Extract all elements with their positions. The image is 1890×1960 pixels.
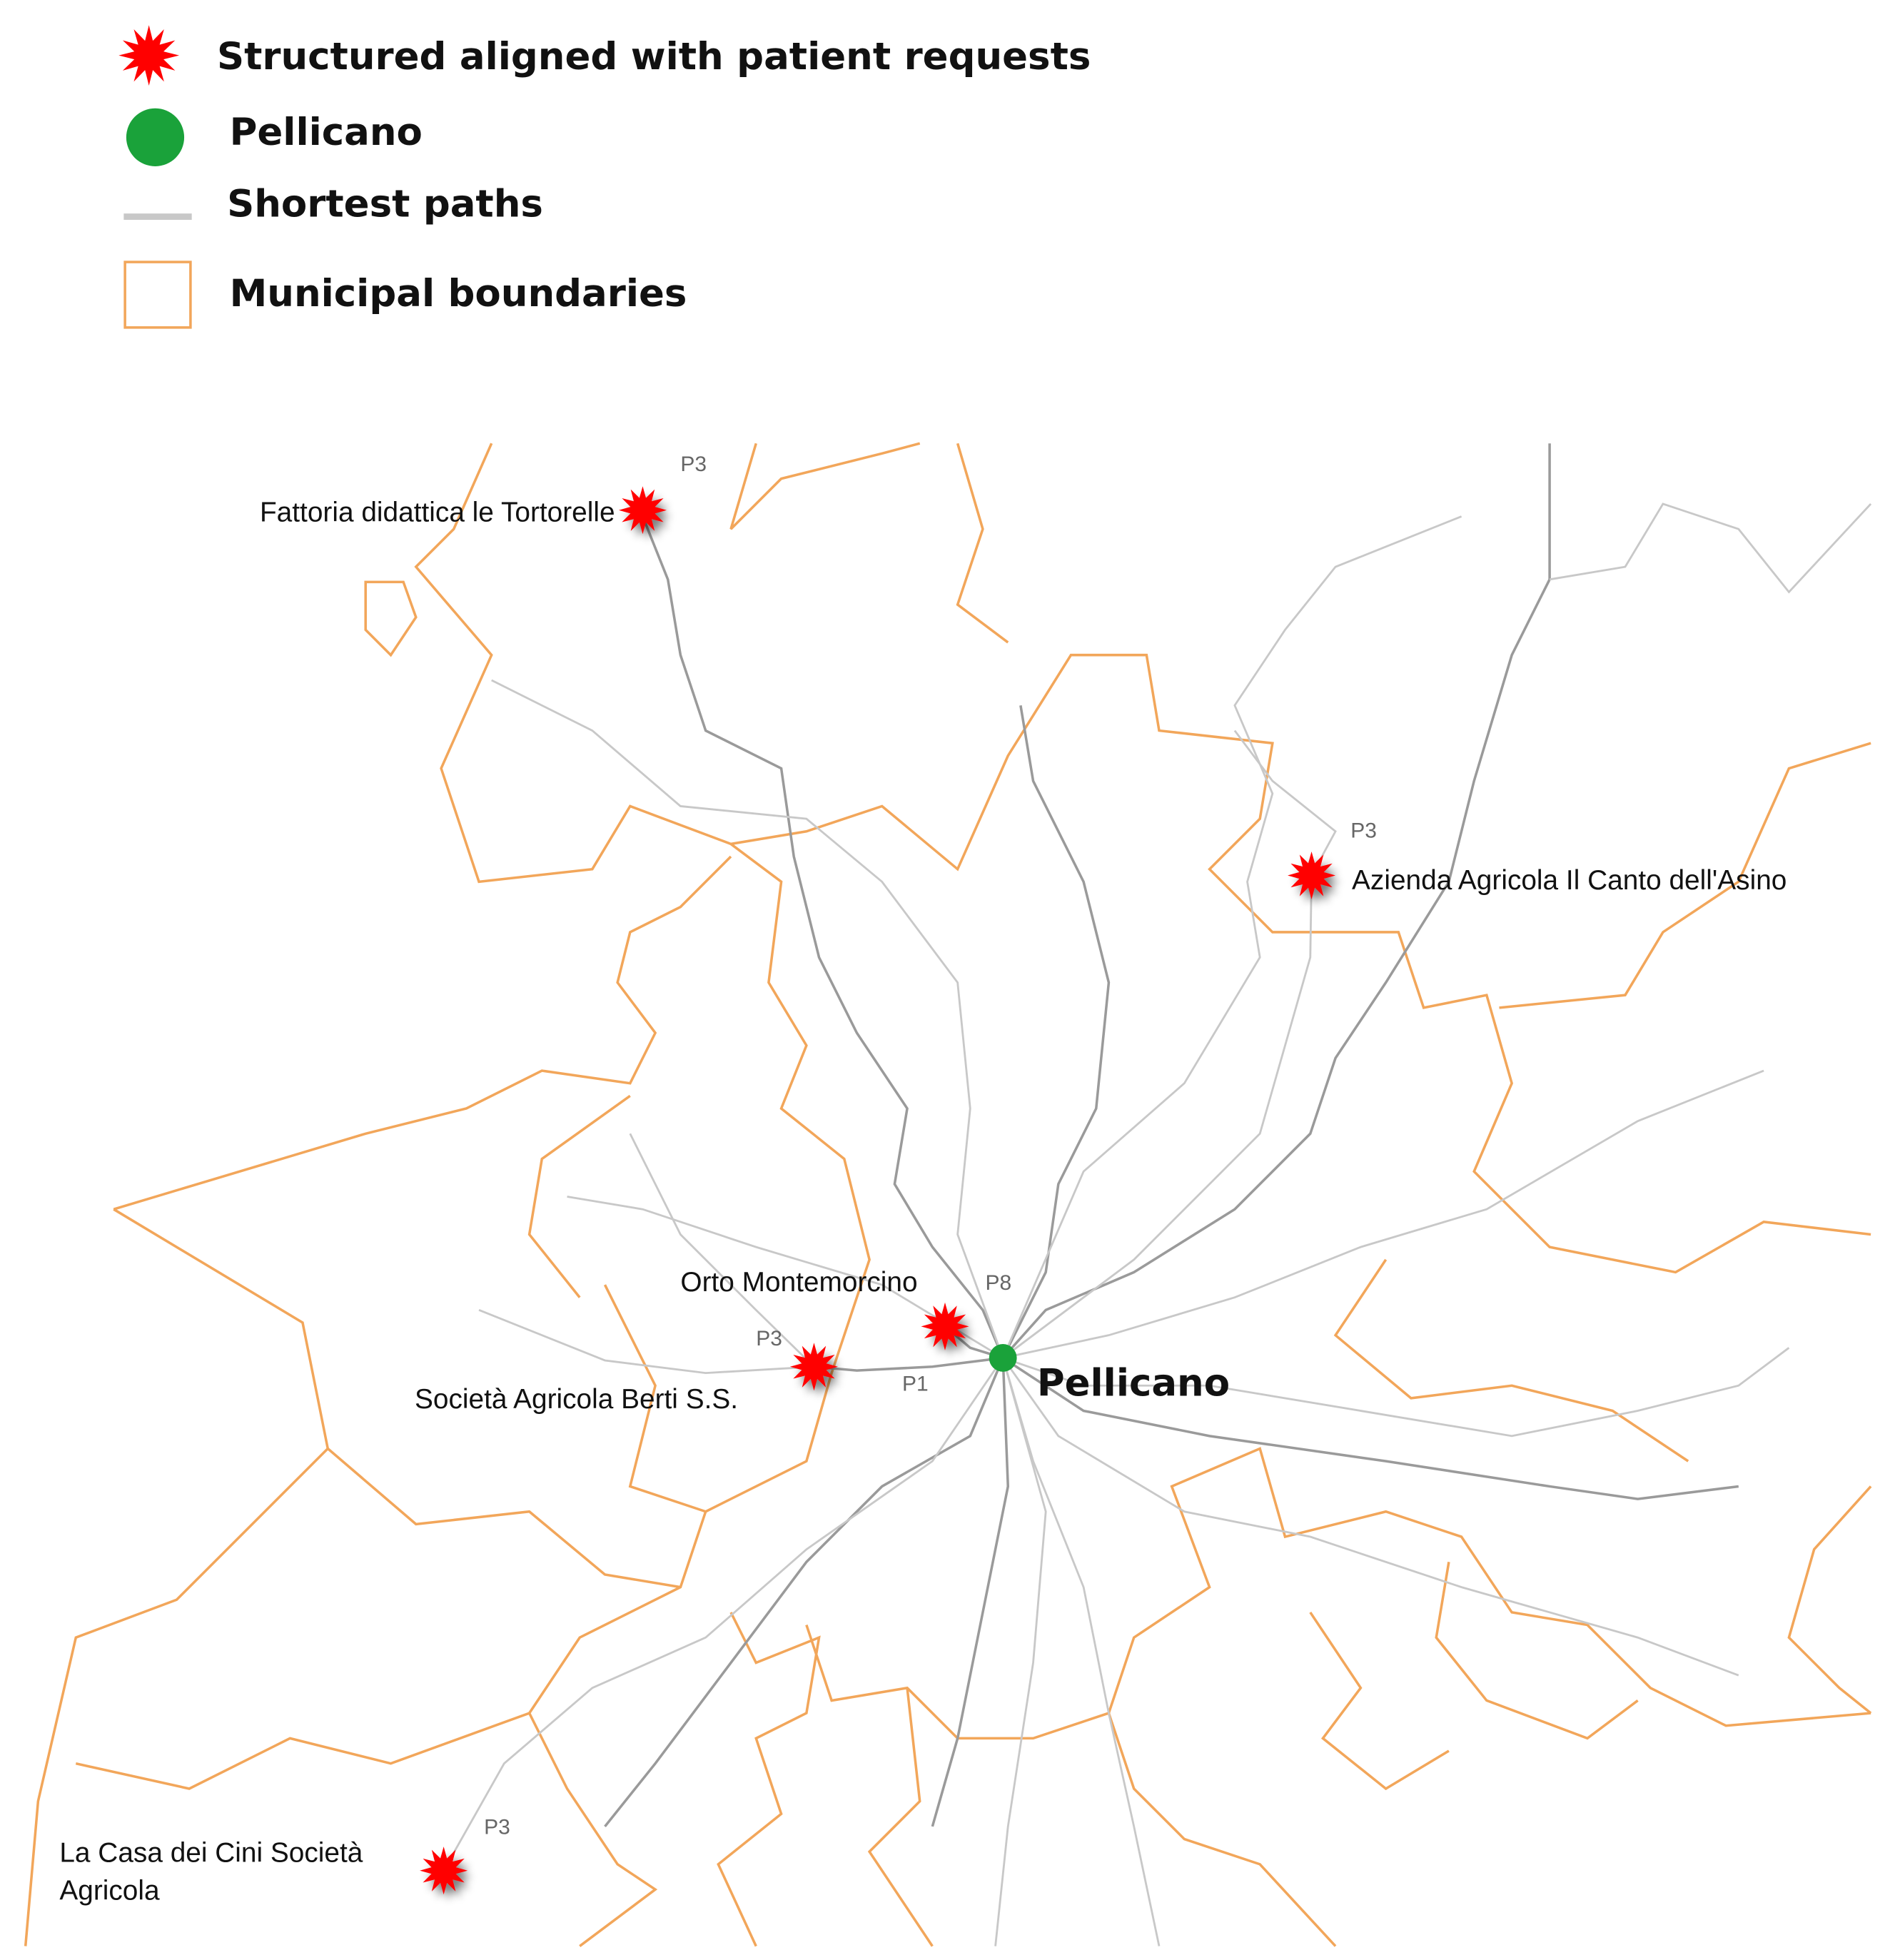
priority-label-p1: P1 [902,1372,929,1395]
structure-marker-tortorelle[interactable] [618,486,667,535]
legend-label-structures: Structured aligned with patient requests [217,35,1091,79]
structure-marker-canto-asino[interactable] [1288,851,1336,900]
priority-label-canto-asino: P3 [1350,819,1377,843]
structure-label-tortorelle[interactable]: Fattoria didattica le Tortorelle [260,497,615,528]
orange-square-icon [123,261,192,329]
legend-label-pellicano: Pellicano [230,111,423,154]
structure-marker-orto-montemorcino[interactable] [921,1302,969,1350]
pellicano-label: Pellicano [1037,1361,1230,1405]
structure-label-canto-asino[interactable]: Azienda Agricola Il Canto dell'Asino [1352,865,1787,896]
legend: Structured aligned with patient requests… [118,25,1091,329]
structure-marker-berti[interactable] [789,1343,838,1391]
pellicano-marker[interactable] [989,1344,1017,1372]
legend-label-paths: Shortest paths [227,183,543,226]
municipal-boundaries [24,442,1872,1947]
green-circle-icon [126,108,185,166]
shortest-paths [443,443,1872,1946]
structure-label-berti[interactable]: Società Agricola Berti S.S. [415,1384,738,1415]
structure-label-orto-montemorcino[interactable]: Orto Montemorcino [680,1267,917,1298]
priority-label-orto-montemorcino: P8 [985,1271,1011,1295]
structures-layer: Fattoria didattica le Tortorelle P3 Azie… [59,453,1787,1906]
priority-label-tortorelle: P3 [680,453,707,476]
structure-label-casa-cini-line2[interactable]: Agricola [59,1875,160,1906]
priority-label-berti: P3 [756,1327,782,1350]
priority-label-casa-cini: P3 [484,1816,510,1839]
red-star-icon [118,25,180,86]
legend-label-boundaries: Municipal boundaries [230,272,687,315]
structure-marker-casa-cini[interactable] [420,1847,468,1895]
structure-label-casa-cini-line1[interactable]: La Casa dei Cini Società [59,1837,363,1868]
